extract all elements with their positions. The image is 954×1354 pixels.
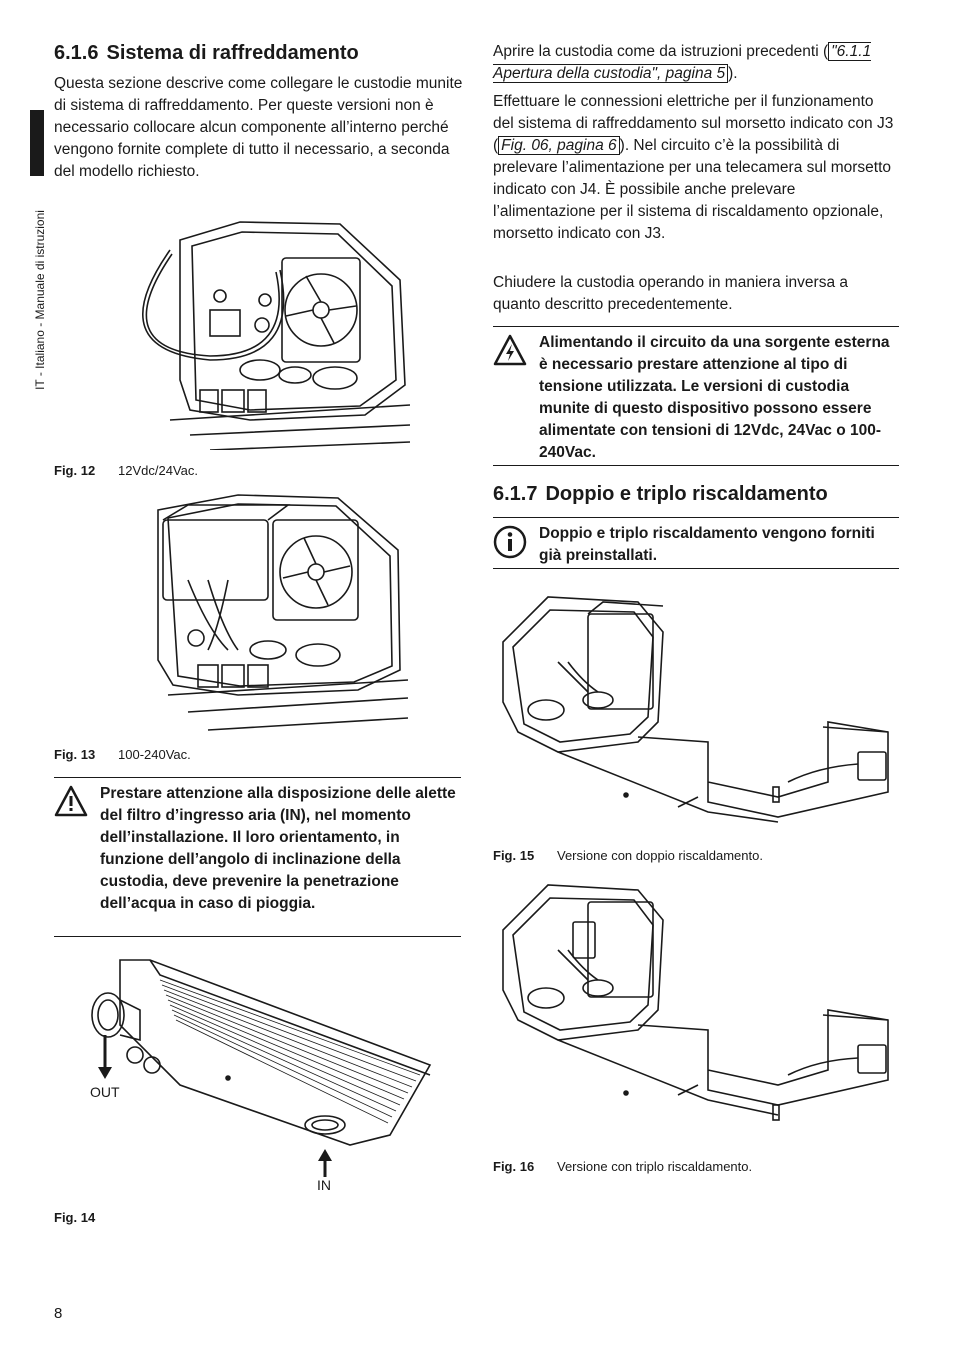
info-text-heating: Doppio e triplo riscaldamento vengono fo… — [539, 525, 875, 564]
figure-16-image — [498, 880, 898, 1140]
sidebar-marker — [30, 110, 44, 176]
link-section-6-1-1[interactable]: "6.1.1 Apertura della custodia", pagina … — [493, 42, 872, 83]
out-label: OUT — [90, 1084, 120, 1100]
page-number: 8 — [54, 1305, 63, 1322]
warning-icon — [54, 783, 100, 822]
figure-15-image — [498, 592, 898, 832]
warning-box-filter: Prestare attenzione alla disposizione de… — [54, 777, 461, 937]
info-box-heating: Doppio e triplo riscaldamento vengono fo… — [493, 517, 899, 569]
paragraph-close-housing: Chiudere la custodia operando in maniera… — [493, 274, 848, 313]
paragraph-open-housing: Aprire la custodia come da istruzioni pr… — [493, 42, 872, 83]
warning-text-filter: Prestare attenzione alla disposizione de… — [100, 785, 456, 912]
in-label: IN — [317, 1177, 331, 1193]
warning-text-voltage: Alimentando il circuito da una sorgente … — [539, 334, 890, 461]
figure-14-image — [80, 955, 460, 1200]
figure-12-image — [110, 210, 410, 450]
paragraph-connections: Effettuare le connessioni elettriche per… — [493, 93, 894, 242]
figure-13-image — [118, 490, 408, 735]
electrical-warning-icon — [493, 332, 539, 371]
intro-paragraph: Questa sezione descrive come collegare l… — [54, 75, 463, 180]
warning-box-voltage: Alimentando il circuito da una sorgente … — [493, 326, 899, 466]
figure-14-caption: Fig. 14 — [54, 1210, 96, 1225]
info-icon — [493, 523, 539, 564]
link-fig-06[interactable]: Fig. 06, pagina 6 — [498, 136, 620, 155]
sidebar-label: IT - Italiano - Manuale di istruzioni — [33, 210, 47, 390]
